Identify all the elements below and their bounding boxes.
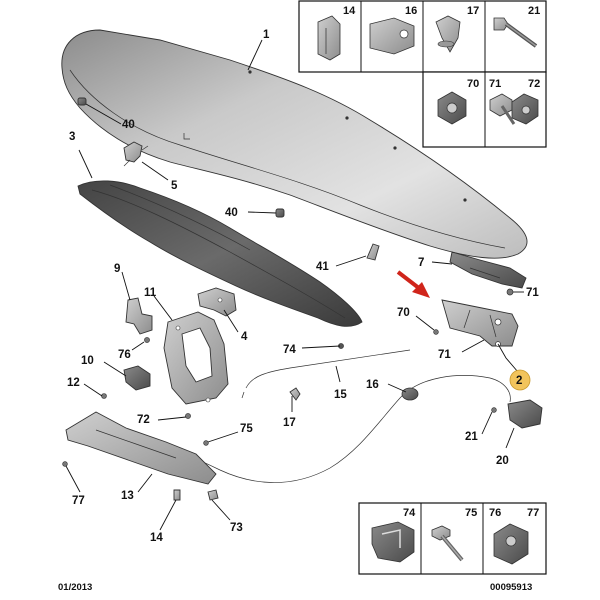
callout-2: 2 [516,375,522,387]
latch-lever-10 [123,365,151,391]
clip-17 [289,387,301,401]
callout-14-lower: 14 [150,532,163,544]
callout-9: 9 [114,263,120,275]
hood-panel [61,29,528,259]
screw-75-icon [431,525,464,562]
callout-3: 3 [69,131,75,143]
hook-bracket-9 [125,297,153,335]
callout-40-upper: 40 [122,119,135,131]
callout-7: 7 [418,257,424,269]
rubber-bumper-40-upper [77,97,87,106]
screw-76 [144,337,150,343]
callout-70: 70 [397,307,410,319]
callout-15: 15 [334,389,347,401]
latch-frame-11 [163,311,229,405]
footer-date: 01/2013 [58,582,92,593]
leader-lines [65,39,524,531]
clip-17-icon [435,15,461,53]
callout-2-highlight: 2 [509,369,531,391]
hood-latch-2 [441,299,519,347]
box-label-14: 14 [343,5,356,17]
callout-77-mid: 77 [72,495,85,507]
box-label-74: 74 [403,507,416,519]
bolt-72 [185,413,191,419]
box-label-70: 70 [467,78,479,90]
callout-21-lower: 21 [465,431,478,443]
callout-13: 13 [121,490,134,502]
callout-11: 11 [144,287,157,299]
callout-1: 1 [263,29,270,41]
box-label-71: 71 [489,78,501,90]
callout-76: 76 [118,349,131,361]
red-arrow-indicator [396,270,430,298]
box-label-75: 75 [465,507,477,519]
hood-prop-clip-41 [366,243,380,261]
callout-10: 10 [81,355,94,367]
callout-20: 20 [496,455,509,467]
cable-guide-13 [65,411,217,485]
callout-16: 16 [366,379,379,391]
callout-4: 4 [241,331,248,343]
bracket-4 [197,287,237,317]
bolt-71-icon [489,93,516,125]
clip-75-mid [203,440,209,446]
nut-72-icon [511,93,539,125]
handle-20 [507,399,543,429]
box-label-21: 21 [528,5,540,17]
clip-16-icon [369,17,415,55]
bolt-70 [433,329,439,335]
box-label-16: 16 [405,5,417,17]
fastener-box-bottom: 74 75 76 77 [358,502,547,575]
callout-17: 17 [283,417,296,429]
clip-14-icon [317,15,341,61]
screw-21-icon [493,17,538,48]
callout-72: 72 [137,414,150,426]
bolt-21-lower [491,407,497,413]
callout-12: 12 [67,377,80,389]
bolt-71-upper [506,288,514,296]
insulation-pad [77,180,363,327]
box-label-17: 17 [467,5,479,17]
box-label-76: 76 [489,507,501,519]
rubber-bumper-40-lower [275,208,285,218]
callout-71-upper: 71 [526,287,539,299]
footer-reference: 00095913 [490,582,532,593]
callout-71-lower: 71 [438,349,451,361]
nut-70-icon [437,91,467,125]
callout-40-lower: 40 [225,207,238,219]
hinge-clip-5 [123,141,149,167]
callout-5: 5 [171,180,178,192]
callout-41: 41 [316,261,329,273]
nut-76-77-icon [493,523,529,565]
clip-74-icon [371,521,415,563]
box-label-72: 72 [528,78,540,90]
fastener-box-top: 14 16 17 21 70 71 72 [298,0,547,148]
clip-14-lower [173,489,181,501]
callout-labels: 1 3 40 5 40 41 7 71 70 71 2 9 11 4 76 74… [67,29,539,544]
box-label-77: 77 [527,507,539,519]
callout-75-mid: 75 [240,423,253,435]
latch-handle-7 [449,251,527,289]
callout-73: 73 [230,522,243,534]
clip-73 [207,489,219,501]
clip-77 [62,461,68,467]
bolt-12 [101,393,107,399]
callout-74-mid: 74 [283,344,296,356]
grommet-16 [401,387,419,401]
